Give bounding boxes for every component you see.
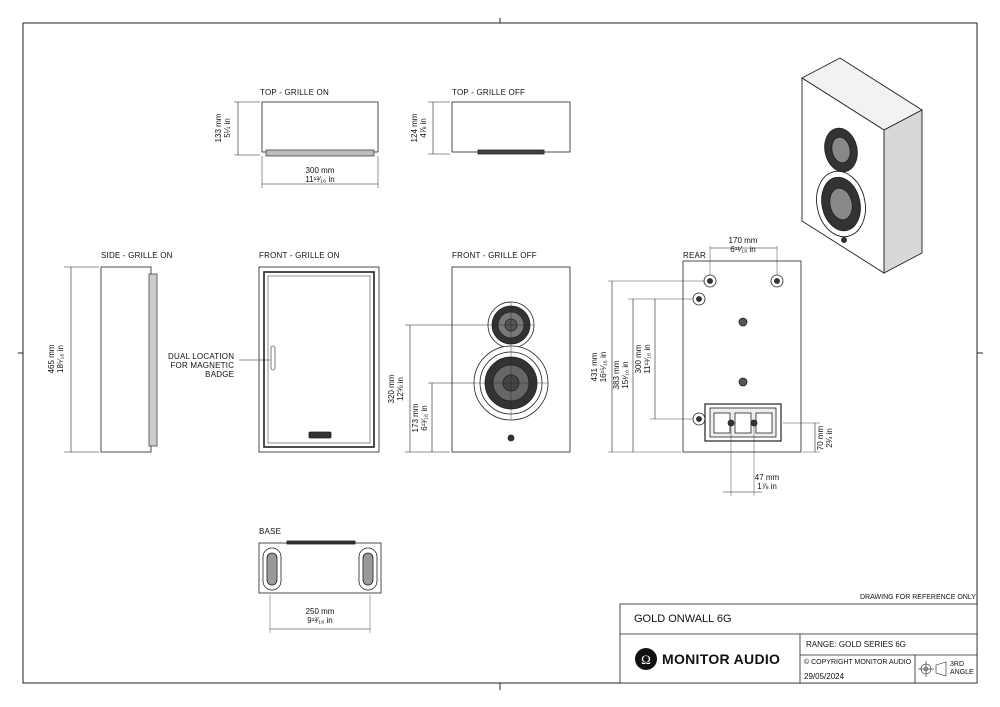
dim-mm: 70 mm — [816, 425, 825, 451]
view-label-front-grille-off: FRONT - GRILLE OFF — [452, 251, 537, 260]
dim-in: 15¹⁄₁₆ in — [621, 361, 630, 389]
dim-rear-width: 170 mm 6¹¹⁄₁₆ in — [718, 236, 768, 254]
dim-mm: 320 mm — [387, 374, 396, 404]
front-grille-off-view — [405, 266, 571, 453]
front-grille-on-view — [239, 266, 380, 453]
dim-in: 4⅞ in — [419, 118, 428, 138]
badge-annotation-line: FOR MAGNETIC — [170, 361, 235, 370]
dim-top-on-width: 300 mm 11¹³⁄₁₆ in — [295, 166, 345, 184]
dim-mm: 383 mm — [612, 360, 621, 390]
dim-in: 6¹³⁄₁₆ in — [420, 405, 429, 431]
dim-rear-h3: 300 mm 11¹³⁄₁₆ in — [634, 334, 652, 384]
range-label: RANGE: GOLD SERIES 6G — [806, 640, 907, 649]
dim-front-off-tweeter: 320 mm 12⅝ in — [387, 364, 405, 414]
dim-front-off-woofer: 173 mm 6¹³⁄₁₆ in — [411, 393, 429, 443]
dim-in: 5¼ in — [223, 118, 232, 138]
dim-mm: 300 mm — [634, 344, 643, 374]
dim-in: 11¹³⁄₁₆ in — [305, 175, 335, 184]
side-grille-on-view — [64, 266, 158, 453]
dim-rear-terminal-h: 70 mm 2¾ in — [816, 413, 834, 463]
view-label-top-grille-off: TOP - GRILLE OFF — [452, 88, 526, 97]
dim-mm: 133 mm — [214, 113, 223, 143]
projection-line: 3RD — [950, 661, 965, 668]
dim-top-on-depth: 133 mm 5¼ in — [214, 103, 232, 153]
dim-side-height: 465 mm 18⁵⁄₁₆ in — [47, 334, 65, 384]
dim-in: 9¹³⁄₁₆ in — [307, 616, 333, 625]
dim-top-off-depth: 124 mm 4⅞ in — [410, 103, 428, 153]
third-angle-symbol-icon — [918, 661, 947, 677]
dim-in: 18⁵⁄₁₆ in — [56, 345, 65, 373]
dim-mm: 300 mm — [305, 166, 335, 175]
dim-mm: 465 mm — [47, 344, 56, 374]
dim-base-width: 250 mm 9¹³⁄₁₆ in — [295, 607, 345, 625]
projection-line: ANGLE — [950, 669, 974, 676]
dim-mm: 47 mm — [754, 473, 780, 482]
badge-annotation-line: DUAL LOCATION — [168, 352, 235, 361]
view-label-rear: REAR — [683, 251, 707, 260]
view-label-top-grille-on: TOP - GRILLE ON — [260, 88, 329, 97]
badge-annotation-line: BADGE — [205, 370, 235, 379]
dim-mm: 250 mm — [305, 607, 335, 616]
dim-in: 11¹³⁄₁₆ in — [643, 344, 652, 374]
dim-rear-h2: 383 mm 15¹⁄₁₆ in — [612, 350, 630, 400]
view-label-side-grille-on: SIDE - GRILLE ON — [101, 251, 173, 260]
dim-in: 16¹⁵⁄₁₆ in — [599, 351, 608, 383]
dim-in: 2¾ in — [825, 428, 834, 448]
dim-mm: 173 mm — [411, 403, 420, 433]
svg-text:Ω: Ω — [641, 652, 651, 667]
view-label-base: BASE — [259, 527, 282, 536]
top-grille-on-view — [234, 101, 379, 188]
title-block — [619, 603, 978, 684]
isometric-view — [801, 57, 923, 274]
reference-note: DRAWING FOR REFERENCE ONLY — [860, 594, 976, 601]
product-title: GOLD ONWALL 6G — [634, 613, 732, 625]
monitor-audio-logo: Ω — [635, 648, 657, 670]
dim-in: 1⅞ in — [757, 482, 777, 491]
dim-mm: 170 mm — [728, 236, 758, 245]
dim-in: 12⅝ in — [396, 376, 405, 402]
brand-wordmark: MONITOR AUDIO — [662, 651, 781, 667]
view-label-front-grille-on: FRONT - GRILLE ON — [259, 251, 340, 260]
dim-mm: 431 mm — [590, 352, 599, 382]
top-grille-off-view — [428, 101, 571, 155]
dim-rear-terminal-w: 47 mm 1⅞ in — [742, 473, 792, 491]
dim-mm: 124 mm — [410, 113, 419, 143]
badge-annotation: DUAL LOCATION FOR MAGNETIC BADGE — [168, 352, 234, 379]
rear-view — [608, 246, 820, 496]
copyright-label: © COPYRIGHT MONITOR AUDIO — [804, 659, 912, 666]
dim-rear-h1: 431 mm 16¹⁵⁄₁₆ in — [590, 342, 608, 392]
dim-in: 6¹¹⁄₁₆ in — [730, 245, 756, 254]
date-label: 29/05/2024 — [804, 672, 845, 681]
base-view — [258, 540, 382, 633]
projection-label: 3RD ANGLE — [950, 661, 974, 677]
